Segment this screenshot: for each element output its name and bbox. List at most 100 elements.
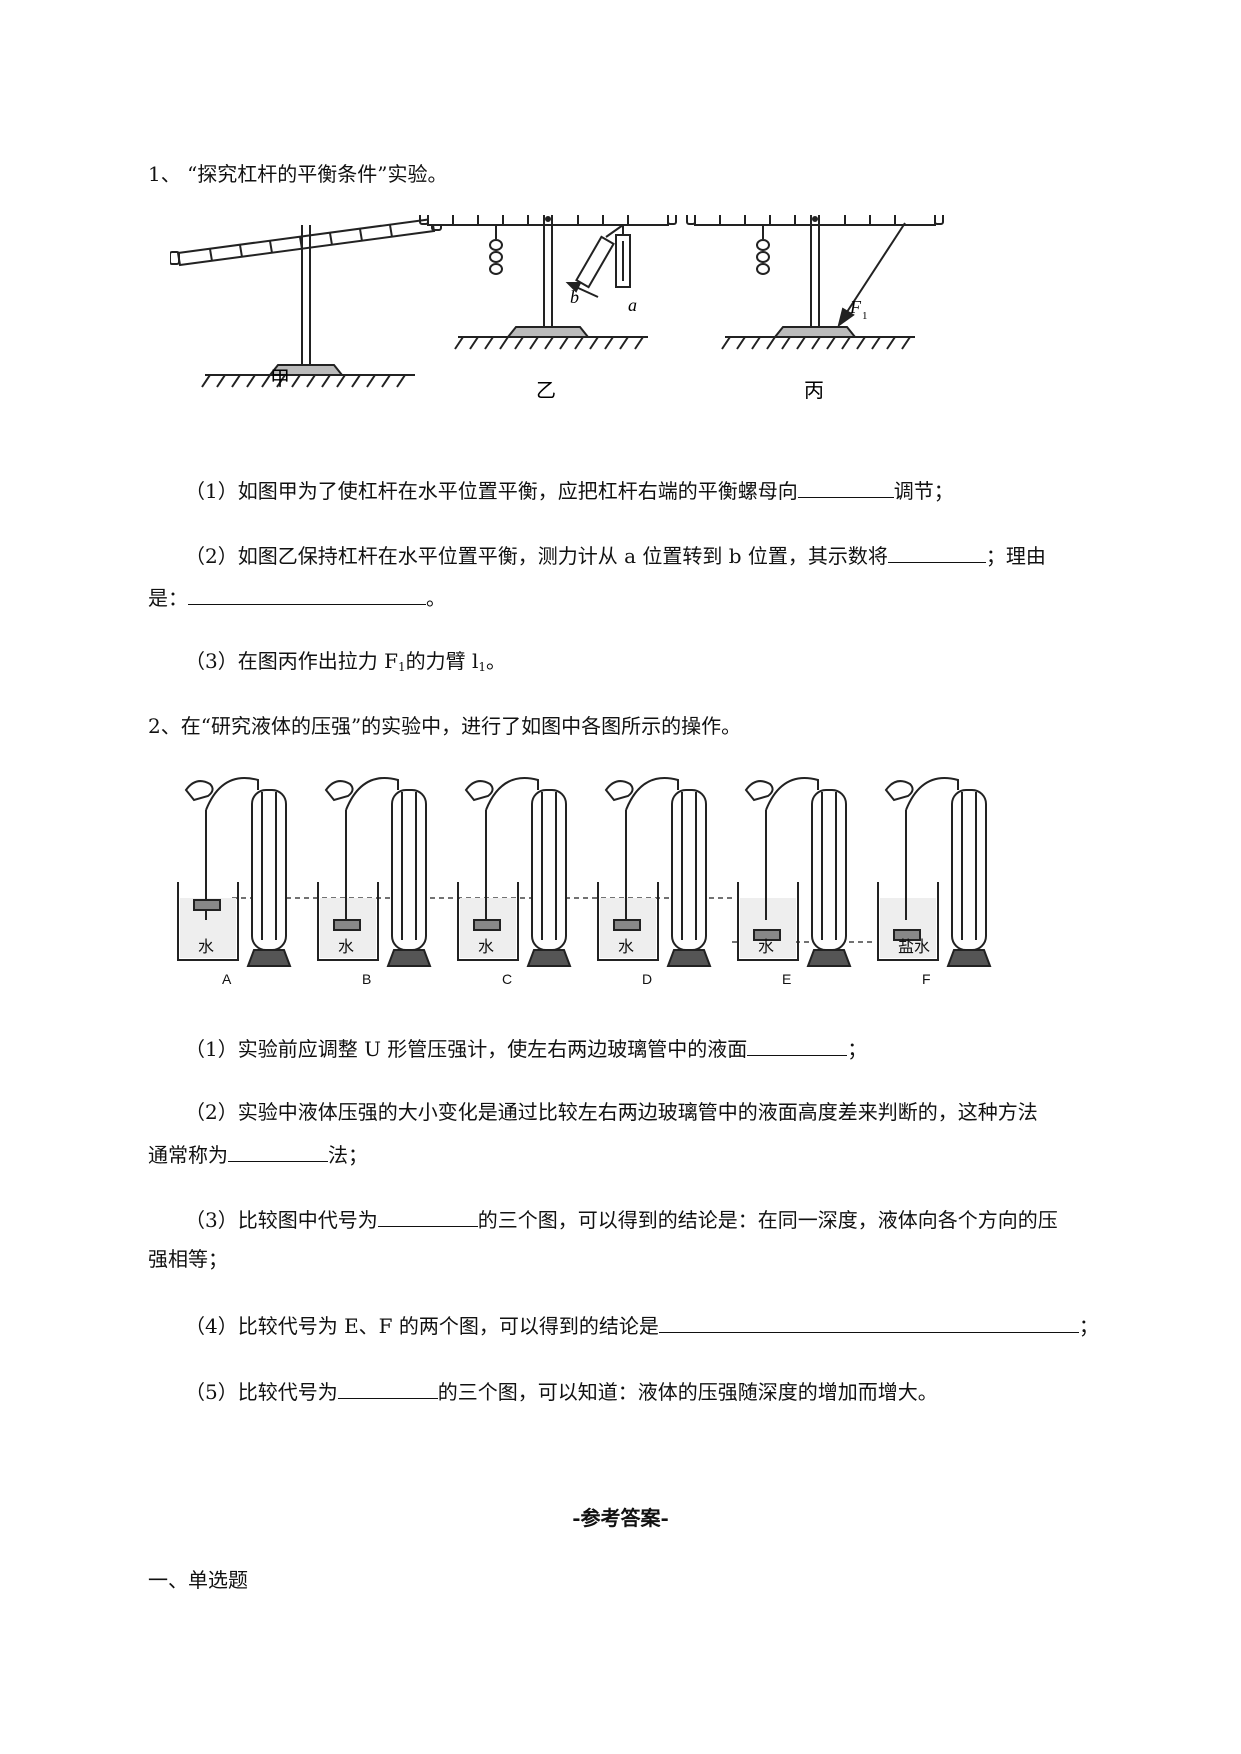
q2-sub1-blank[interactable] [747,1033,848,1056]
q2-sub5: （5）比较代号为 的三个图，可以知道：液体的压强随深度的增加而增大。 [185,1376,938,1406]
hose [625,777,679,811]
setup-letter: D [642,971,652,987]
q2-sub4: （4）比较代号为 E、F 的两个图，可以得到的结论是 ； [185,1310,1099,1340]
q1-sub2-reason-blank[interactable] [188,582,426,605]
liquid-label: 水 [338,937,354,956]
q1-title: 1、 “探究杠杆的平衡条件”实验。 [148,162,448,186]
hose [905,777,959,811]
q1-sub2-line2-after: 。 [426,586,446,610]
probe-head [753,929,781,941]
q2-sub4-text: （4）比较代号为 E、F 的两个图，可以得到的结论是 [185,1314,659,1338]
q1-sub1-after: 调节； [893,479,954,503]
hand [604,780,634,802]
q1-sub3: （3）在图丙作出拉力 F1的力臂 l1。 [185,647,506,681]
probe-head [613,919,641,931]
setup-letter: A [222,971,232,987]
caption-jia: 甲 [270,366,290,390]
setup-letter: E [782,971,791,987]
liquid-label: 水 [198,937,214,956]
hose [345,777,399,811]
beaker [177,882,239,961]
caption-yi: 乙 [536,378,556,402]
label-b: b [570,287,579,307]
q1-sub3-sub2: 1 [478,660,487,674]
answer-title: -参考答案- [572,1506,669,1530]
beaker [877,882,939,961]
q2-sub4-blank[interactable] [658,1310,1079,1333]
q2-sub2-blank[interactable] [228,1139,328,1162]
q2-sub1-after: ； [847,1037,868,1061]
q2-title: 2、在“研究液体的压强”的实验中，进行了如图中各图所示的操作。 [148,714,742,738]
u-tube [251,789,287,951]
liquid-label: 水 [758,937,774,956]
q2-sub5-text: （5）比较代号为 [185,1380,338,1404]
q2-sub3-text: （3）比较图中代号为 [185,1208,378,1232]
hand [884,780,914,802]
q1-sub2-blank[interactable] [887,540,986,563]
hand [324,780,354,802]
u-tube [531,789,567,951]
q1-sub1-text: （1）如图甲为了使杠杆在水平位置平衡，应把杠杆右端的平衡螺母向 [185,479,798,503]
hose [765,777,819,811]
setup-C: 水C [457,777,572,987]
q1-sub3-sub1: 1 [397,660,406,674]
hose [485,777,539,811]
u-tube [811,789,847,951]
q1-sub2-after: ；理由 [985,544,1046,568]
q2-sub3-blank[interactable] [377,1204,478,1227]
setup-letter: C [502,971,512,987]
liquid [880,898,936,958]
label-a: a [628,295,637,315]
u-tube [951,789,987,951]
beaker [597,882,659,961]
setup-A: 水A [177,777,292,987]
beaker [737,882,799,961]
stand-base [526,949,572,967]
q2-sub5-blank[interactable] [337,1376,438,1399]
q2-sub3: （3）比较图中代号为 的三个图，可以得到的结论是：在同一深度，液体向各个方向的压 [185,1204,1058,1234]
q1-sub3-b: 的力臂 l [405,649,479,673]
lever-yi [419,215,677,350]
q2-sub1-text: （1）实验前应调整 U 形管压强计，使左右两边玻璃管中的液面 [185,1037,748,1061]
q2-sub4-after: ； [1078,1314,1099,1338]
stand-base [806,949,852,967]
setup-B: 水B [317,777,432,987]
q2-sub2-line2-text: 通常称为 [148,1143,228,1167]
liquid-label: 水 [618,937,634,956]
q1-sub1-blank[interactable] [797,475,894,498]
q1-sub1: （1）如图甲为了使杠杆在水平位置平衡，应把杠杆右端的平衡螺母向 调节； [185,475,954,505]
q1-sub3-c: 。 [486,649,507,673]
setup-letter: B [362,971,371,987]
q2-sub2-line2-after: 法； [328,1143,368,1167]
caption-bing: 丙 [804,378,824,402]
lever-bing [686,215,944,350]
q1-sub2: （2）如图乙保持杠杆在水平位置平衡，测力计从 a 位置转到 b 位置，其示数将 ；… [185,540,1046,570]
liquid-label: 水 [478,937,494,956]
q1-sub2-line2: 是： 。 [148,582,446,612]
q2-sub3-line2: 强相等； [148,1247,228,1271]
q1-sub2-text: （2）如图乙保持杠杆在水平位置平衡，测力计从 a 位置转到 b 位置，其示数将 [185,544,888,568]
setup-letter: F [922,971,931,987]
hand [184,780,214,802]
q1-sub2-line2-text: 是： [148,586,188,610]
setup-E: 水E [737,777,852,987]
u-tube [391,789,427,951]
setup-D: 水D [597,777,712,987]
q2-sub3-after: 的三个图，可以得到的结论是：在同一深度，液体向各个方向的压 [477,1208,1058,1232]
beaker [317,882,379,961]
probe-head [473,919,501,931]
probe-head [333,919,361,931]
q2-sub2-line2: 通常称为 法； [148,1139,368,1169]
label-force-sub: 1 [862,310,868,322]
hand [744,780,774,802]
stand-base [946,949,992,967]
q2-sub1: （1）实验前应调整 U 形管压强计，使左右两边玻璃管中的液面 ； [185,1033,867,1063]
stand-base [246,949,292,967]
q2-sub5-after: 的三个图，可以知道：液体的压强随深度的增加而增大。 [437,1380,938,1404]
section-title: 一、单选题 [148,1568,248,1592]
q1-sub3-a: （3）在图丙作出拉力 F [185,649,398,673]
probe-head [193,899,221,911]
q2-sub2: （2）实验中液体压强的大小变化是通过比较左右两边玻璃管中的液面高度差来判断的，这… [185,1100,1038,1124]
label-force: F [849,297,862,317]
probe-head [893,929,921,941]
